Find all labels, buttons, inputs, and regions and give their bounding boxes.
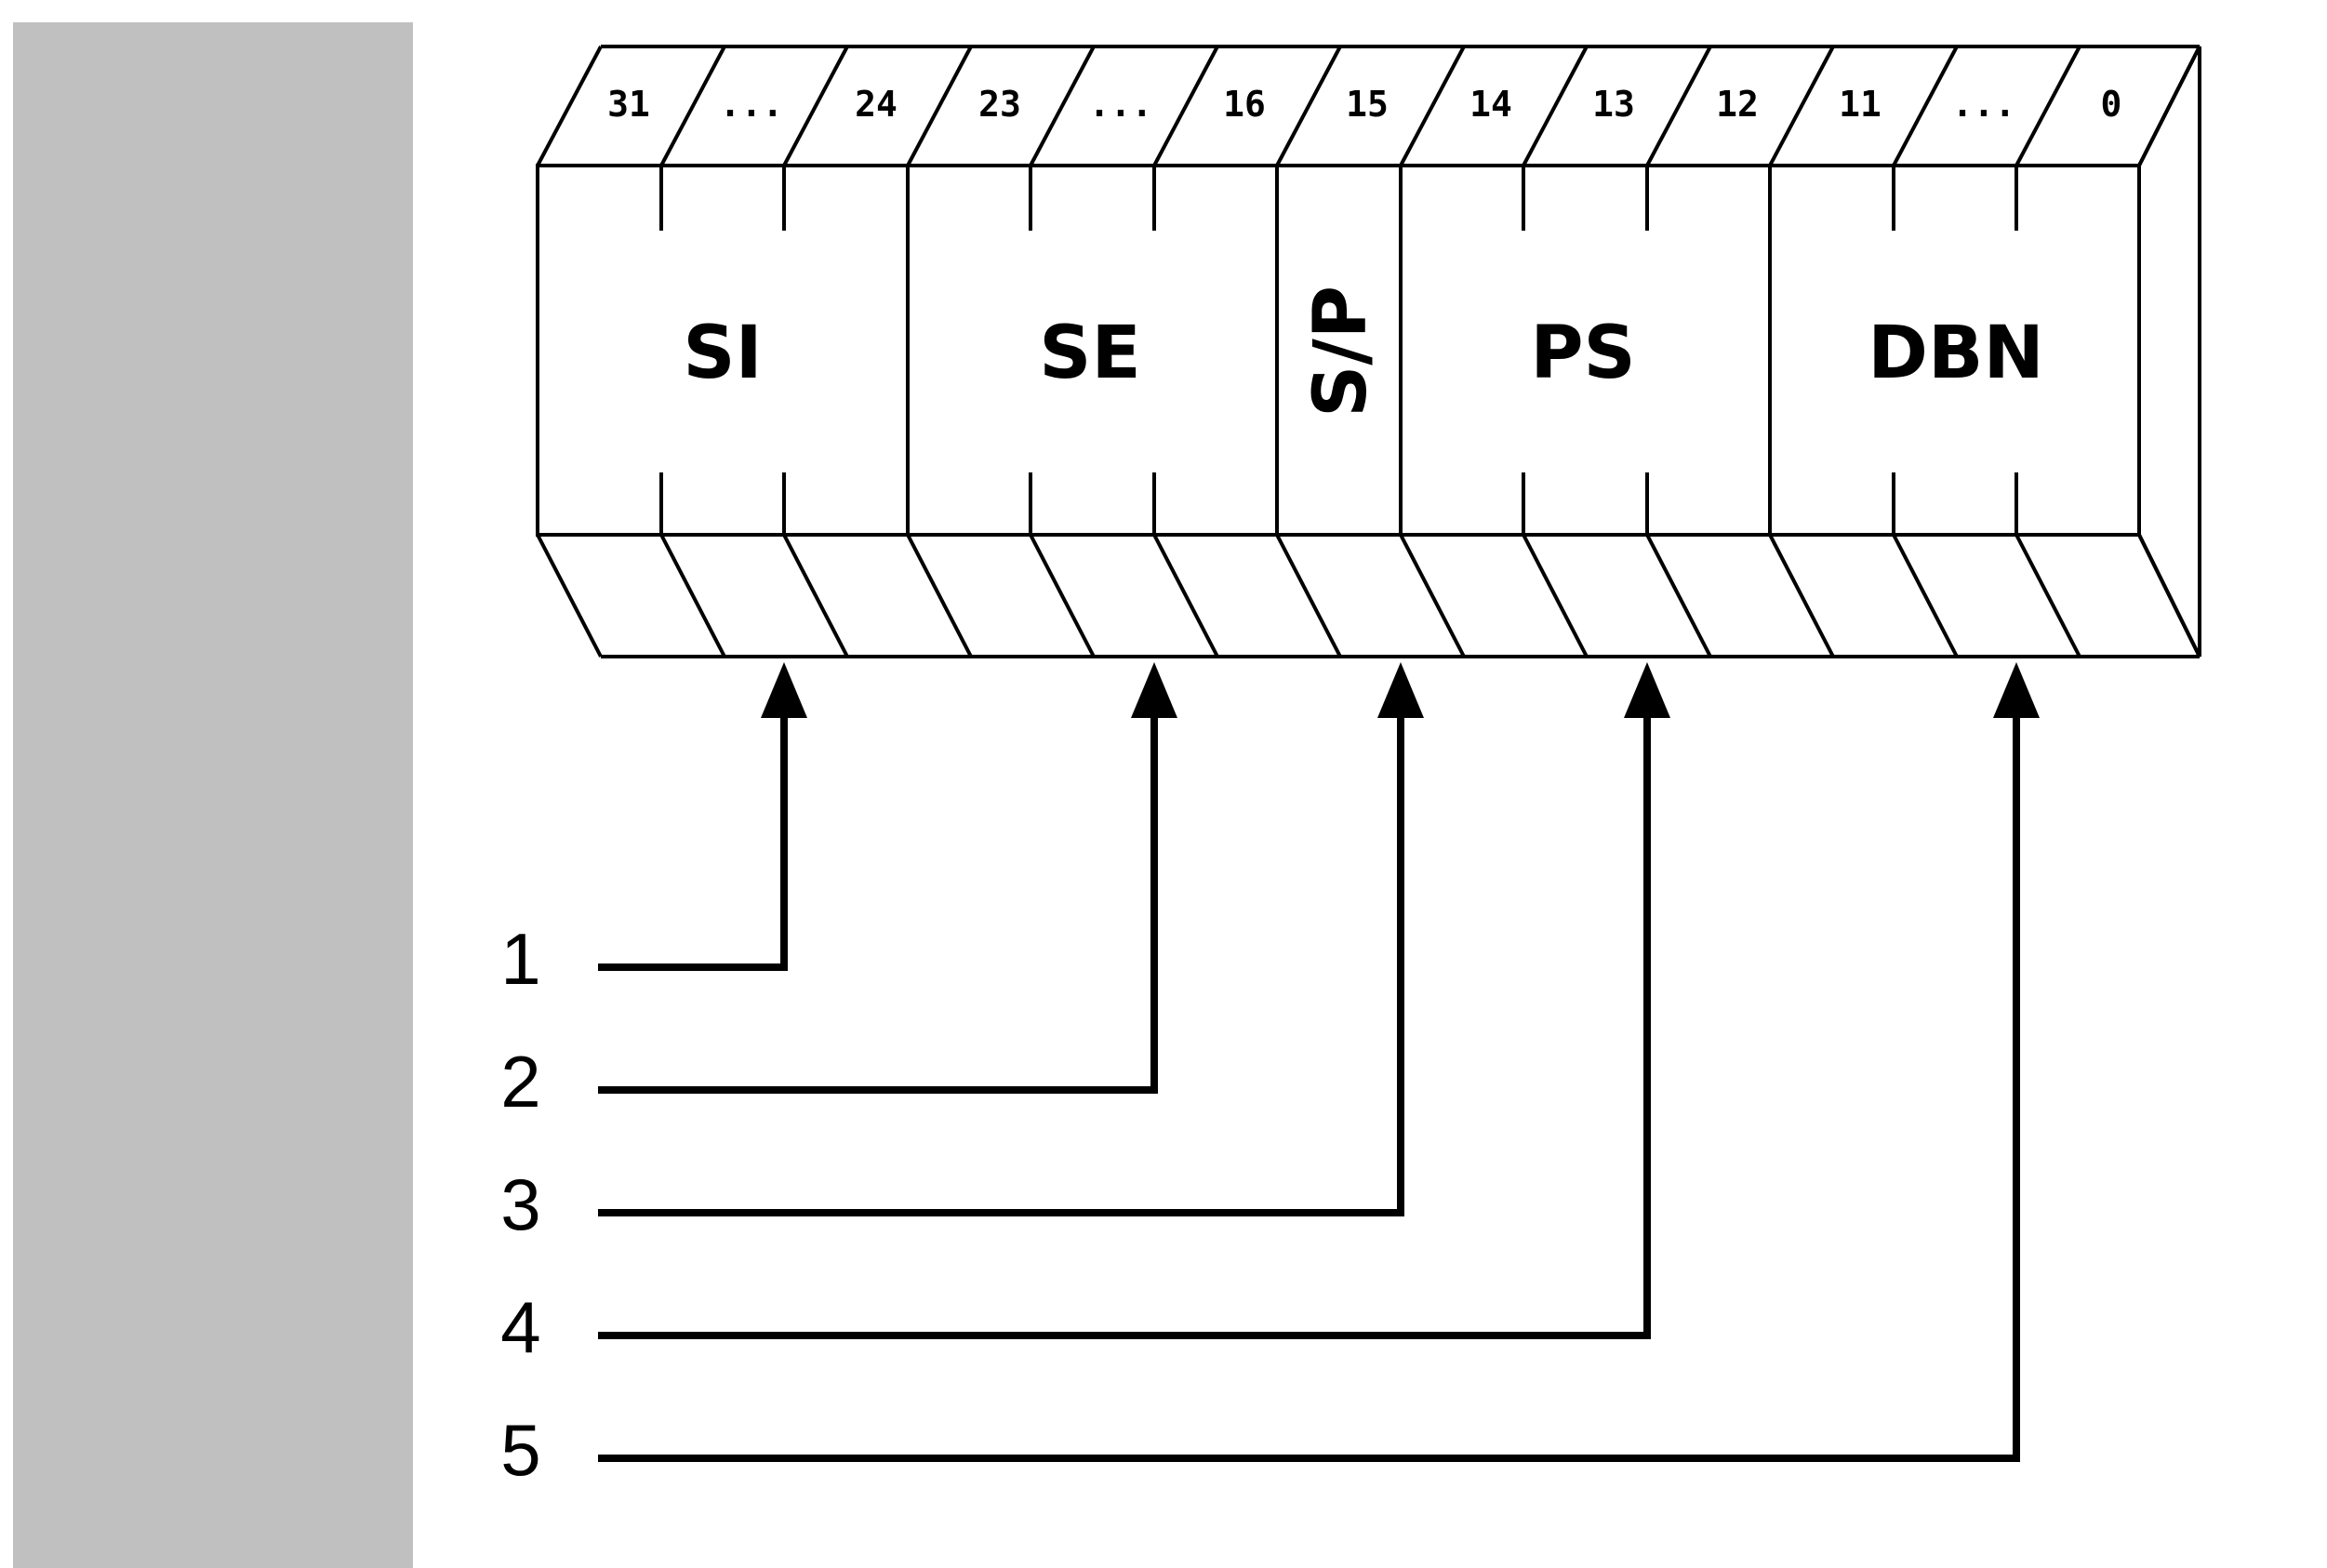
leader-line-1: [598, 701, 788, 971]
bit-label: ...: [1089, 84, 1153, 125]
arrowhead-icon: [1131, 662, 1177, 718]
bit-label: 13: [1592, 84, 1635, 125]
callout-number-3: 3: [500, 1163, 540, 1245]
bit-label: 24: [855, 84, 898, 125]
leader-line-3: [598, 701, 1404, 1216]
field-label-sp: S/P: [1299, 286, 1383, 418]
field-label-dbn: DBN: [1868, 312, 2043, 395]
bit-label: 23: [978, 84, 1021, 125]
callout-number-4: 4: [500, 1286, 540, 1368]
arrowhead-icon: [1993, 662, 2040, 718]
callout-number-5: 5: [500, 1409, 540, 1491]
leader-line-4: [598, 701, 1651, 1339]
bit-ticks: [659, 166, 2018, 535]
field-dividers: [906, 166, 1772, 535]
bit-labels: 31 ... 24 23 ... 16 15 14 13 12 11 ... 0: [607, 84, 2121, 125]
register-front-face: [536, 164, 2141, 537]
field-label-si: SI: [683, 312, 762, 395]
field-label-ps: PS: [1530, 312, 1635, 395]
register-bottom-strip: [536, 534, 2201, 658]
bit-label: 0: [2101, 84, 2122, 125]
bit-label: 31: [607, 84, 650, 125]
bit-label: ...: [720, 84, 784, 125]
field-label-se: SE: [1039, 312, 1140, 395]
leader-line-2: [598, 701, 1158, 1094]
leader-line-5: [598, 701, 2020, 1462]
side-panel: [13, 22, 413, 1568]
callout-number-2: 2: [500, 1041, 540, 1123]
bit-label: 12: [1716, 84, 1759, 125]
register-side-face: [2137, 46, 2201, 658]
bit-label: 15: [1346, 84, 1389, 125]
arrowhead-icon: [1377, 662, 1424, 718]
bit-label: ...: [1952, 84, 2016, 125]
bit-label: 11: [1839, 84, 1882, 125]
bit-label: 14: [1469, 84, 1512, 125]
arrowhead-icon: [1624, 662, 1670, 718]
arrowhead-icon: [761, 662, 807, 718]
callout-number-1: 1: [500, 918, 540, 1000]
bit-label: 16: [1223, 84, 1266, 125]
